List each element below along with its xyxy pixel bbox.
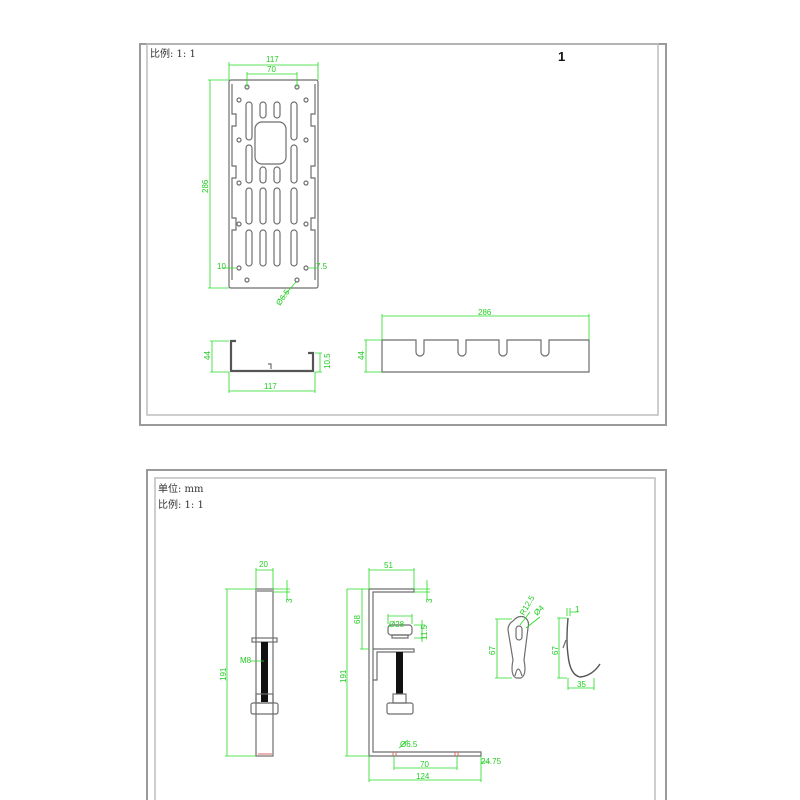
bracket-view — [345, 568, 490, 782]
channel-side-view — [364, 314, 590, 373]
dim-hook-side-height: 67 — [551, 646, 560, 655]
dim-top-width: 51 — [384, 561, 393, 570]
dim-edge-right: 7.5 — [316, 262, 328, 271]
dim-plate-width: 117 — [266, 55, 279, 64]
sheet-number: 1 — [558, 49, 565, 64]
dim-base-hole-spacing: 70 — [420, 760, 429, 769]
hook-front-view — [495, 611, 541, 679]
sheet-1-inner-border — [146, 43, 659, 416]
sheet-1-outer-border — [139, 43, 667, 426]
dim-section-width: 117 — [264, 382, 277, 391]
dim-hook-depth: 35 — [577, 680, 586, 689]
dim-bolt-height: 191 — [219, 667, 228, 681]
dim-pad-dia: Ø28 — [389, 620, 405, 629]
dim-base-length: 124 — [416, 772, 430, 781]
dim-hook-thickness: 1 — [575, 605, 580, 614]
sheet-1-scale-note: 比例: 1: 1 — [150, 47, 196, 60]
sheet-2: 单位: mm 比例: 1: 1 20 3 191 M8 — [146, 469, 667, 800]
dim-upper-height: 68 — [353, 615, 362, 624]
dim-base-hole-dia: Ø6.5 — [400, 740, 418, 749]
sheet-2-outer-border — [146, 469, 667, 800]
dim-section-lip: 10.5 — [323, 353, 332, 369]
channel-section-view — [210, 339, 322, 393]
dim-edge-left: 10 — [217, 262, 226, 271]
dim-hook-front-height: 67 — [488, 646, 497, 655]
dim-bolt-width: 20 — [259, 560, 268, 569]
hook-side-view — [557, 608, 601, 690]
dim-hook-hole: Ø4 — [532, 603, 546, 617]
sheet-2-inner-border — [154, 477, 656, 800]
dim-side-length: 286 — [478, 308, 492, 317]
plate-plan-view — [208, 62, 319, 299]
sheet-1: 比例: 1: 1 1 — [139, 43, 667, 426]
bolt-clamp-view — [225, 568, 290, 757]
unit-note: 单位: mm — [158, 482, 204, 495]
dim-end-offset: 24.75 — [481, 757, 502, 766]
sheet-2-scale-note: 比例: 1: 1 — [158, 498, 204, 511]
dim-pad-thickness: 11.5 — [420, 624, 429, 640]
dim-bolt-thickness: 3 — [285, 598, 294, 603]
dim-section-height: 44 — [203, 351, 212, 360]
dim-side-height: 44 — [357, 351, 366, 360]
dim-bracket-height: 191 — [339, 669, 348, 683]
dim-thread: M8 — [240, 656, 252, 665]
dim-plate-length: 286 — [201, 179, 210, 193]
dim-hole-spacing: 70 — [267, 65, 276, 74]
dim-bracket-thickness: 3 — [425, 598, 434, 603]
